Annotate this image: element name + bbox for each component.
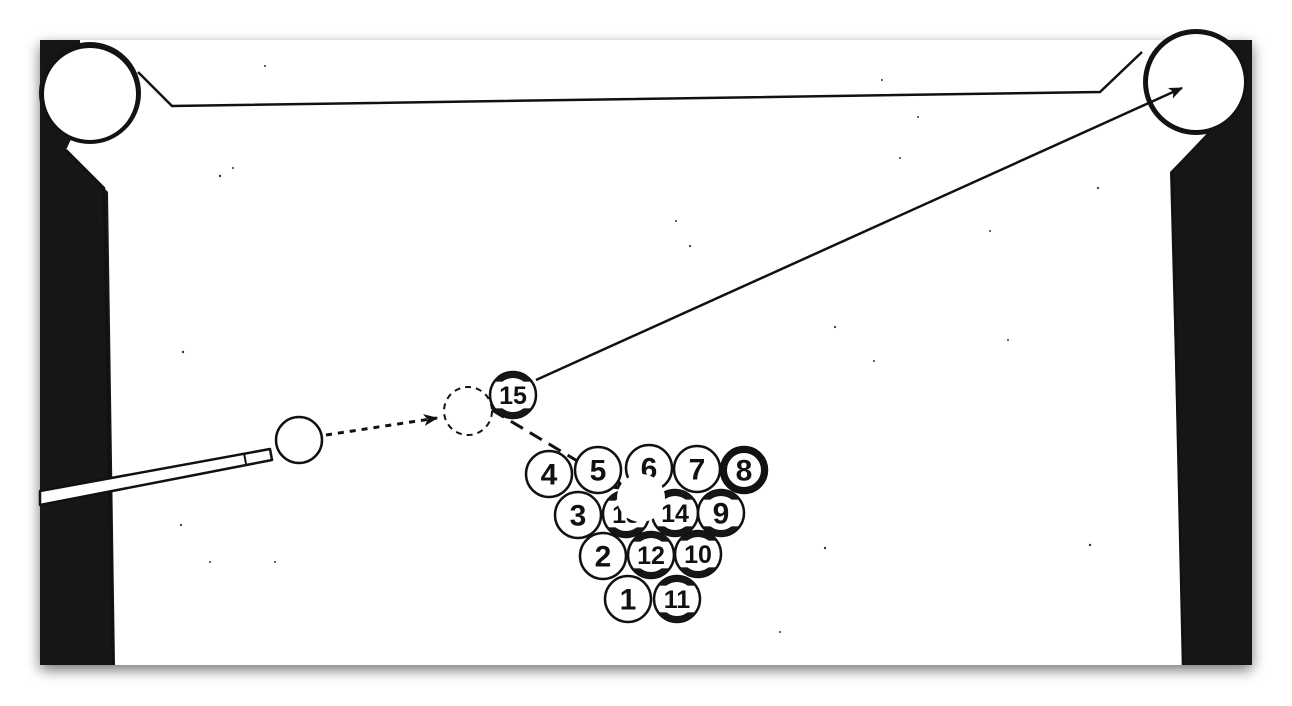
ball-11-number-circle (659, 581, 695, 617)
cue-ball-in-rack (617, 474, 665, 522)
ball-5: 5 (573, 445, 623, 495)
ball-4-body (524, 449, 574, 499)
cue-ball (274, 415, 324, 465)
ball-12-label: 12 (637, 542, 665, 570)
ball-15-stripe-bottom (490, 408, 536, 418)
ball-2-label: 2 (595, 541, 612, 574)
ball-13-stripe-bottom (603, 527, 649, 537)
ball-15-stripe-top (490, 372, 536, 382)
ball-9-stripe-top (698, 490, 744, 500)
cushion-lines (65, 51, 1213, 666)
corner-pocket-top-right (1143, 29, 1249, 135)
ball-10-stripe-bottom (675, 567, 721, 577)
ball-15: 15 (488, 370, 538, 420)
ball-15-number-circle (495, 377, 531, 413)
ball-5-body (573, 445, 623, 495)
ball-9-label: 9 (713, 498, 730, 531)
ball-11-stripe-top (654, 576, 700, 586)
ball-1-body (603, 574, 653, 624)
ball-7: 7 (672, 444, 722, 494)
ball-2: 2 (578, 531, 628, 581)
ball-10: 10 (673, 529, 723, 579)
ball-15-label: 15 (499, 382, 527, 410)
ball-9-number-circle (703, 495, 739, 531)
ball-1-label: 1 (620, 584, 637, 617)
ball-4: 4 (524, 449, 574, 499)
ball-14-label: 14 (661, 500, 689, 528)
ball-11-stripe-bottom (654, 612, 700, 622)
ball-8-label: 8 (736, 455, 753, 488)
ball-5-label: 5 (590, 455, 607, 488)
top-rail (136, 50, 1150, 70)
ball-9-stripe-bottom (698, 526, 744, 536)
ball-11-label: 11 (664, 586, 691, 614)
ball-2-body (578, 531, 628, 581)
ball-14-stripe-top (652, 490, 698, 500)
cue-stick (38, 447, 274, 507)
ball-3-body (553, 490, 603, 540)
ball-12-stripe-top (628, 532, 674, 542)
ball-3-label: 3 (570, 500, 587, 533)
ball-9: 9 (696, 488, 746, 538)
ball-7-label: 7 (689, 454, 706, 487)
ball-3: 3 (553, 490, 603, 540)
ball-12-number-circle (633, 537, 669, 573)
ball-8-solid-ring (721, 447, 767, 493)
ball-4-label: 4 (541, 459, 558, 492)
ball-12: 12 (626, 530, 676, 580)
table-cloth (66, 40, 1212, 665)
ball-12-stripe-bottom (628, 568, 674, 578)
rack-balls: 154567831314921210111 (488, 370, 769, 624)
ball-8: 8 (719, 445, 769, 495)
ball-10-label: 10 (684, 541, 712, 569)
object-ball-path (535, 86, 1184, 382)
cue-ball-deflection-path (491, 408, 628, 492)
ball-1: 1 (603, 574, 653, 624)
ball-14-number-circle (657, 495, 693, 531)
cloth-specks (179, 65, 1100, 633)
ball-11: 11 (652, 574, 702, 624)
ball-10-number-circle (680, 536, 716, 572)
corner-pocket-top-left (39, 42, 141, 144)
ball-10-stripe-top (675, 531, 721, 541)
ball-14-stripe-bottom (652, 526, 698, 536)
